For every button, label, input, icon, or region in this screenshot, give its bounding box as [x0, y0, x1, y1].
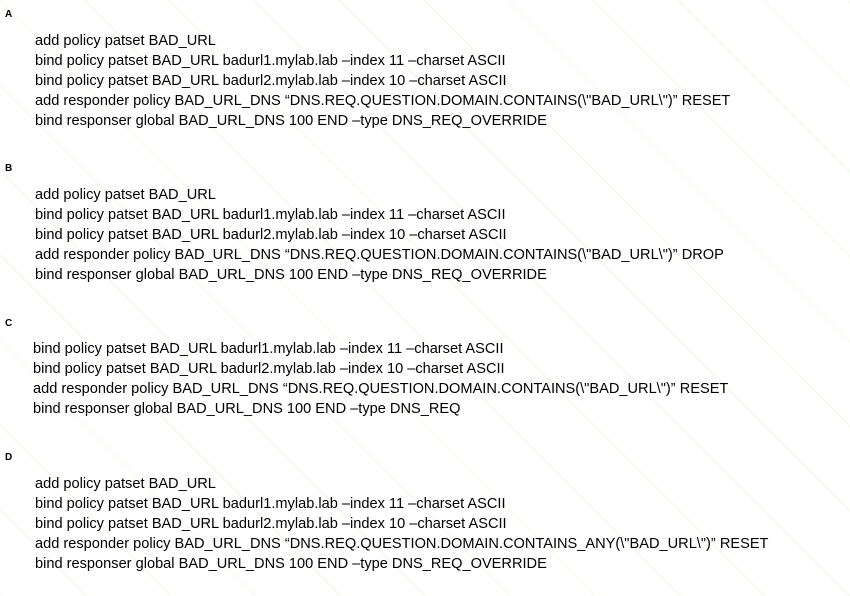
code-line: bind policy patset BAD_URL badurl1.mylab…	[35, 53, 506, 69]
code-line: bind responser global BAD_URL_DNS 100 EN…	[33, 401, 461, 417]
code-line: add policy patset BAD_URL	[35, 33, 216, 49]
code-line: add responder policy BAD_URL_DNS “DNS.RE…	[35, 93, 731, 109]
option-letter-b: B	[5, 163, 13, 174]
code-line: add policy patset BAD_URL	[35, 476, 216, 492]
option-c-code: bind policy patset BAD_URL badurl1.mylab…	[33, 339, 728, 419]
code-line: add responder policy BAD_URL_DNS “DNS.RE…	[35, 536, 769, 552]
option-d-code: add policy patset BAD_URL bind policy pa…	[35, 474, 768, 574]
code-line: bind policy patset BAD_URL badurl1.mylab…	[35, 207, 506, 223]
option-letter-a: A	[5, 9, 13, 20]
code-line: bind responser global BAD_URL_DNS 100 EN…	[35, 556, 547, 572]
code-line: add responder policy BAD_URL_DNS “DNS.RE…	[33, 381, 729, 397]
code-line: bind policy patset BAD_URL badurl1.mylab…	[33, 341, 504, 357]
option-a-code: add policy patset BAD_URL bind policy pa…	[35, 31, 730, 131]
code-line: add responder policy BAD_URL_DNS “DNS.RE…	[35, 247, 724, 263]
code-line: bind policy patset BAD_URL badurl2.mylab…	[35, 516, 507, 532]
code-line: bind policy patset BAD_URL badurl2.mylab…	[35, 73, 507, 89]
code-line: bind responser global BAD_URL_DNS 100 EN…	[35, 267, 547, 283]
code-line: add policy patset BAD_URL	[35, 187, 216, 203]
code-line: bind policy patset BAD_URL badurl2.mylab…	[33, 361, 505, 377]
option-letter-d: D	[5, 452, 13, 463]
code-line: bind policy patset BAD_URL badurl1.mylab…	[35, 496, 506, 512]
code-line: bind responser global BAD_URL_DNS 100 EN…	[35, 113, 547, 129]
code-line: bind policy patset BAD_URL badurl2.mylab…	[35, 227, 507, 243]
option-letter-c: C	[5, 318, 13, 329]
option-b-code: add policy patset BAD_URL bind policy pa…	[35, 185, 724, 285]
